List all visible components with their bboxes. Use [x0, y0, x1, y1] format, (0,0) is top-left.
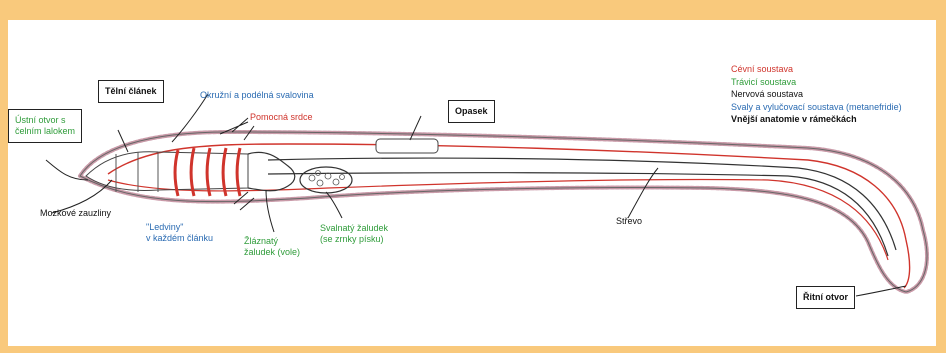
clitellum-box: Opasek: [448, 100, 495, 123]
kidneys-label: "Ledviny" v každém článku: [146, 222, 213, 244]
anus-box: Řitní otvor: [796, 286, 855, 309]
mouth-box-line-1: Ústní otvor s: [15, 115, 75, 126]
intestine-label: Střevo: [616, 216, 642, 227]
legend-item-muscles-excretory: Svaly a vylučovací soustava (metanefridi…: [731, 101, 902, 114]
diagram-canvas: Cévní soustava Trávicí soustava Nervová …: [8, 20, 936, 346]
legend-item-digestive: Trávicí soustava: [731, 76, 902, 89]
crop-label: Žláznatý žaludek (vole): [244, 236, 300, 258]
mouth-box: Ústní otvor s čelním lalokem: [8, 109, 82, 143]
ganglia-label: Mozkové zauzliny: [40, 208, 111, 219]
crop-label-line-1: Žláznatý: [244, 236, 300, 247]
legend-item-nervous: Nervová soustava: [731, 88, 902, 101]
legend-item-external-anatomy: Vnější anatomie v rámečkách: [731, 113, 902, 126]
crop-shape: [248, 152, 295, 190]
segment-box: Tělní článek: [98, 80, 164, 103]
crop-label-line-2: žaludek (vole): [244, 247, 300, 258]
kidneys-label-line-2: v každém článku: [146, 233, 213, 244]
gizzard-label-line-1: Svalnatý žaludek: [320, 223, 388, 234]
gizzard-shape: [300, 167, 352, 193]
gizzard-label: Svalnatý žaludek (se zrnky písku): [320, 223, 388, 245]
gizzard-label-line-2: (se zrnky písku): [320, 234, 388, 245]
clitellum-band: [376, 139, 438, 153]
hearts-label: Pomocná srdce: [250, 112, 313, 123]
legend-item-circulatory: Cévní soustava: [731, 63, 902, 76]
mouth-box-line-2: čelním lalokem: [15, 126, 75, 137]
legend: Cévní soustava Trávicí soustava Nervová …: [731, 63, 902, 126]
kidneys-label-line-1: "Ledviny": [146, 222, 213, 233]
muscles-label: Okružní a podélná svalovina: [200, 90, 314, 101]
blood-vessel-dorsal: [108, 144, 910, 288]
